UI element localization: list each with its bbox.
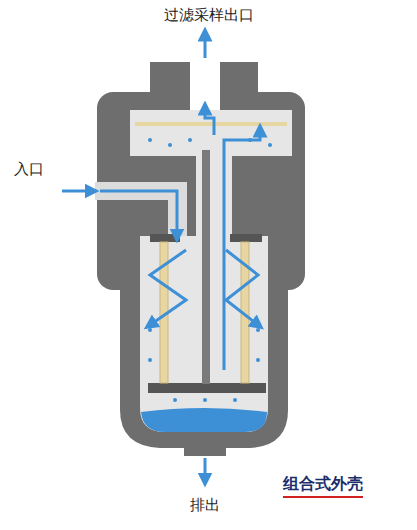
outlet-nozzle-left (150, 62, 190, 100)
outlet-nozzle-right (220, 62, 258, 100)
center-passage (196, 150, 232, 240)
flow-arrows (62, 34, 260, 480)
droplets (148, 138, 272, 402)
top-filter-disc (135, 122, 287, 126)
element-bottom-plate (148, 383, 266, 393)
part-label: 过滤采样出口 (164, 6, 254, 24)
center-stem (202, 150, 210, 384)
caption: 组合式外壳 (283, 474, 363, 498)
part-label: 排出 (190, 496, 220, 514)
element-top-plate (230, 234, 262, 242)
drain-nozzle (184, 440, 226, 456)
outlet-channel (190, 62, 220, 114)
part-label: 入口 (14, 160, 44, 178)
drained-liquid (141, 408, 267, 432)
